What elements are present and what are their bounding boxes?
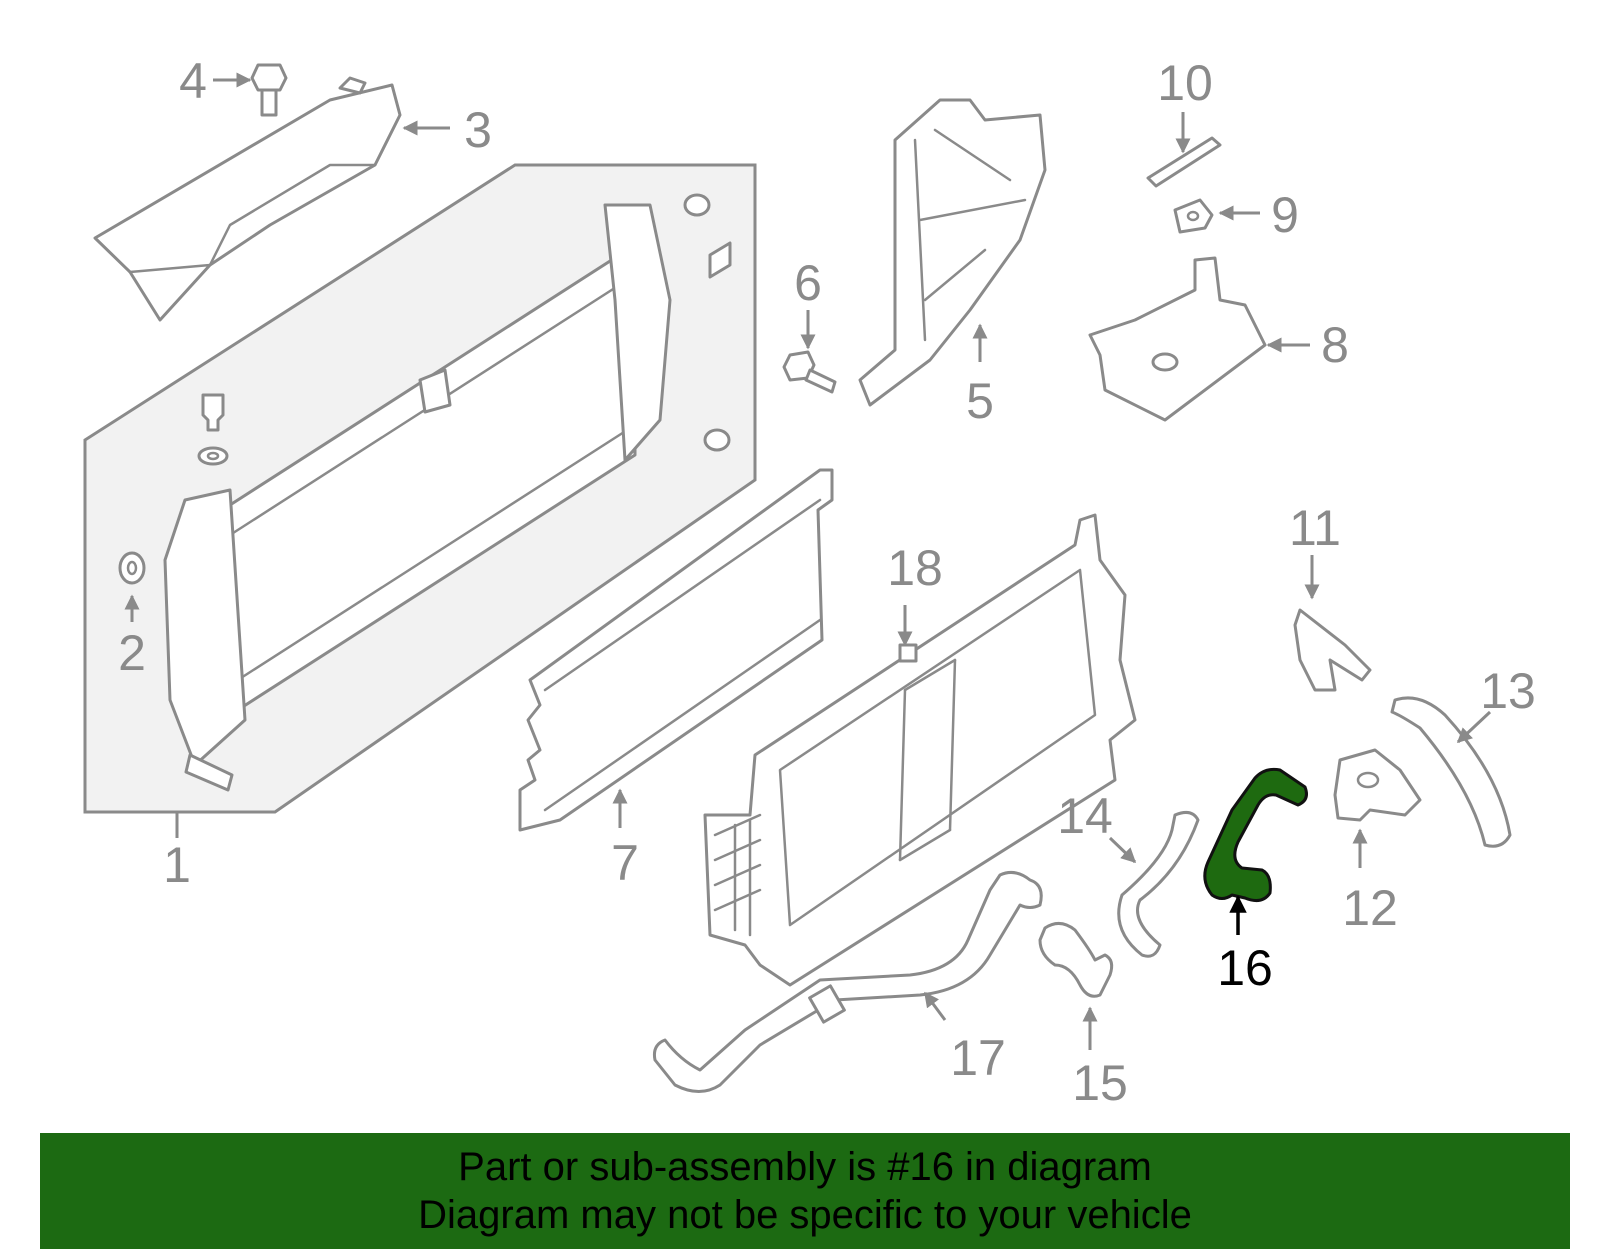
hose-part-17 — [653, 870, 1043, 1093]
callout-8: 8 — [1321, 317, 1349, 373]
radiator-assembly-box — [83, 163, 757, 814]
lower-seal-part-7 — [518, 468, 834, 832]
info-banner: Part or sub-assembly is #16 in diagram D… — [40, 1133, 1570, 1249]
leader-lines — [124, 72, 1492, 1050]
callout-5: 5 — [966, 373, 994, 429]
hose-part-14 — [1117, 810, 1200, 958]
bracket-part-8 — [1088, 256, 1267, 422]
callout-labels: 1 2 3 4 5 6 7 8 9 10 11 12 13 14 15 16 1… — [118, 53, 1536, 1111]
banner-line-1: Part or sub-assembly is #16 in diagram — [458, 1145, 1152, 1189]
bolt-part-6 — [782, 350, 837, 394]
connector-part-11 — [1293, 608, 1372, 692]
bolt-part-4 — [250, 63, 288, 117]
callout-12: 12 — [1342, 880, 1398, 936]
callout-3: 3 — [464, 102, 492, 158]
radiator-outlet-pipe — [184, 753, 234, 792]
callout-4: 4 — [179, 53, 207, 109]
callout-16-highlighted: 16 — [1217, 940, 1273, 996]
callout-11: 11 — [1289, 500, 1341, 556]
clip-part-9 — [1173, 198, 1214, 234]
callout-2: 2 — [118, 625, 146, 681]
side-guide-part-5 — [858, 98, 1047, 407]
banner-line-2: Diagram may not be specific to your vehi… — [418, 1193, 1192, 1237]
callout-14: 14 — [1057, 788, 1113, 844]
callout-7: 7 — [611, 835, 639, 891]
hose-part-15 — [1038, 922, 1114, 998]
upper-seal-part-3 — [93, 76, 402, 322]
hose-part-13 — [1390, 696, 1512, 848]
hose-part-16-highlighted — [1203, 767, 1308, 903]
callout-13: 13 — [1480, 663, 1536, 719]
box-fasteners — [197, 193, 732, 466]
condenser-frame-part-18 — [703, 513, 1137, 987]
callout-17: 17 — [950, 1030, 1006, 1086]
pump-part-12 — [1333, 748, 1422, 822]
callout-1: 1 — [163, 837, 191, 893]
callout-10: 10 — [1157, 55, 1213, 111]
callout-15: 15 — [1072, 1055, 1128, 1111]
callout-6: 6 — [794, 255, 822, 311]
seal-strip-part-10 — [1146, 136, 1222, 188]
radiator-right-tank — [603, 203, 672, 462]
callout-9: 9 — [1271, 187, 1299, 243]
callout-18: 18 — [887, 540, 943, 596]
washer-part-2 — [118, 551, 146, 585]
